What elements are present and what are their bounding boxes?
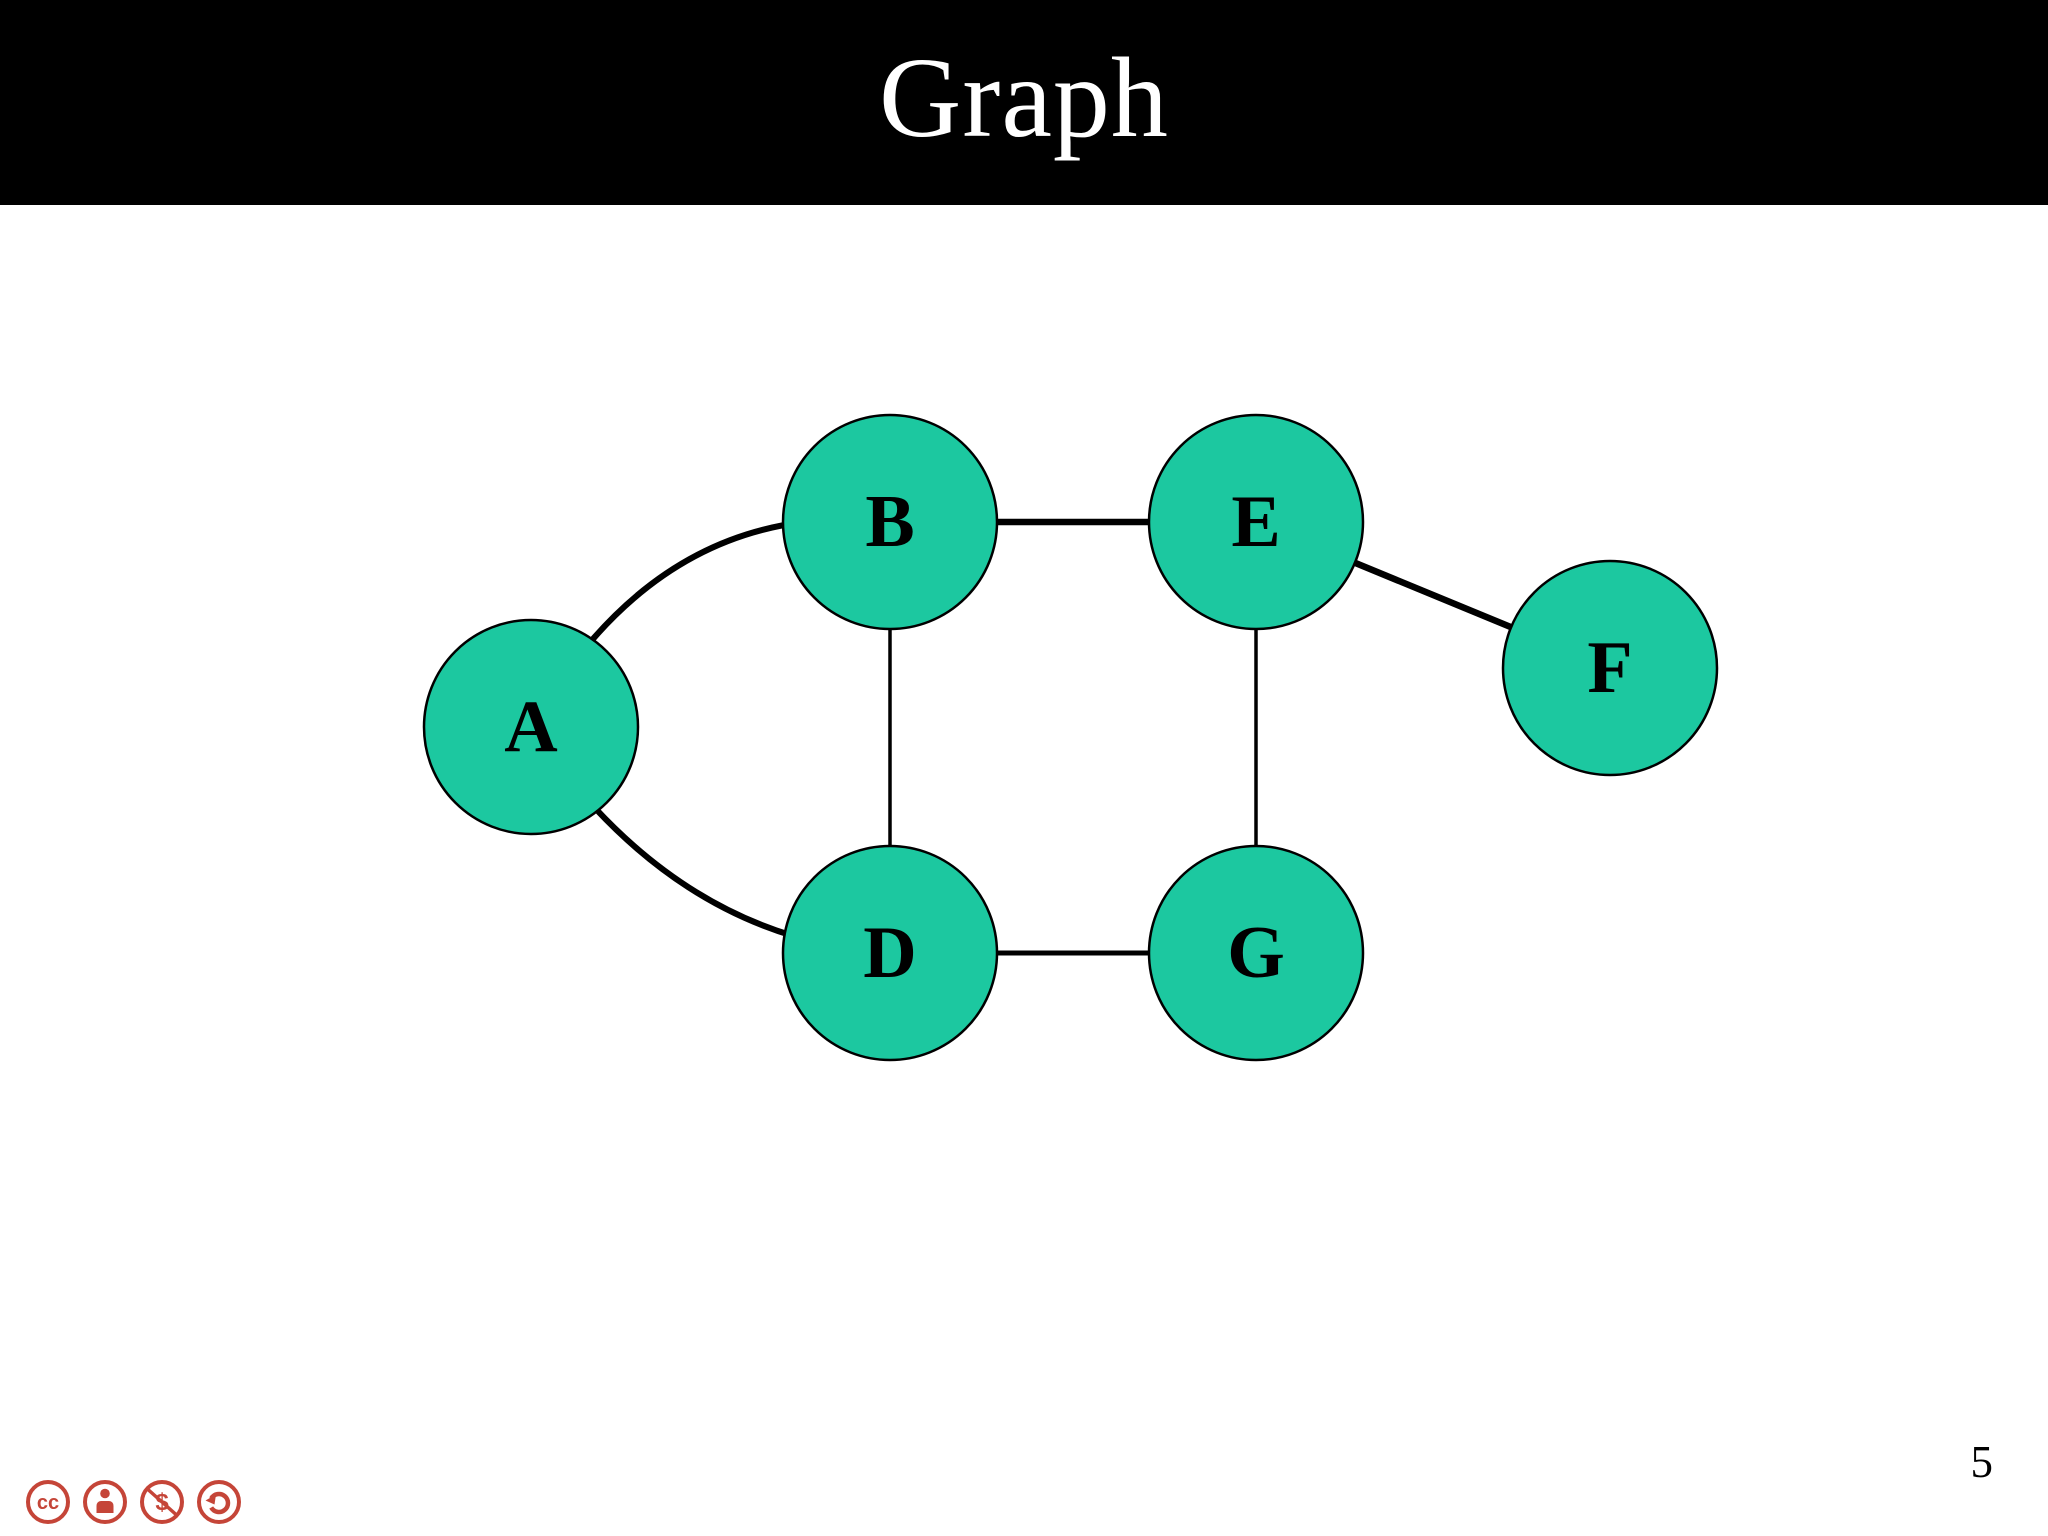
node-circle — [781, 844, 999, 1062]
node-label: F — [1587, 627, 1632, 709]
page-number: 5 — [1970, 1437, 1994, 1487]
node-circle — [1147, 413, 1365, 631]
node-D: D — [781, 844, 999, 1062]
node-circle — [1501, 559, 1719, 777]
by-icon — [83, 1480, 127, 1524]
node-circle — [1147, 844, 1365, 1062]
sa-icon — [197, 1480, 241, 1524]
node-label: E — [1231, 481, 1280, 563]
node-E: E — [1147, 413, 1365, 631]
node-label: D — [863, 912, 916, 994]
svg-text:cc: cc — [37, 1492, 59, 1514]
node-label: A — [504, 686, 557, 768]
node-F: F — [1501, 559, 1719, 777]
node-circle — [422, 618, 640, 836]
nc-icon: $ — [140, 1480, 184, 1524]
title-bar: Graph — [0, 0, 2048, 205]
node-label: G — [1227, 912, 1285, 994]
node-circle — [781, 413, 999, 631]
cc-icon: cc — [26, 1480, 70, 1524]
node-B: B — [781, 413, 999, 631]
slide-title: Graph — [879, 33, 1169, 161]
license-badges: cc $ — [25, 1479, 242, 1525]
node-A: A — [422, 618, 640, 836]
node-label: B — [865, 481, 914, 563]
node-G: G — [1147, 844, 1365, 1062]
